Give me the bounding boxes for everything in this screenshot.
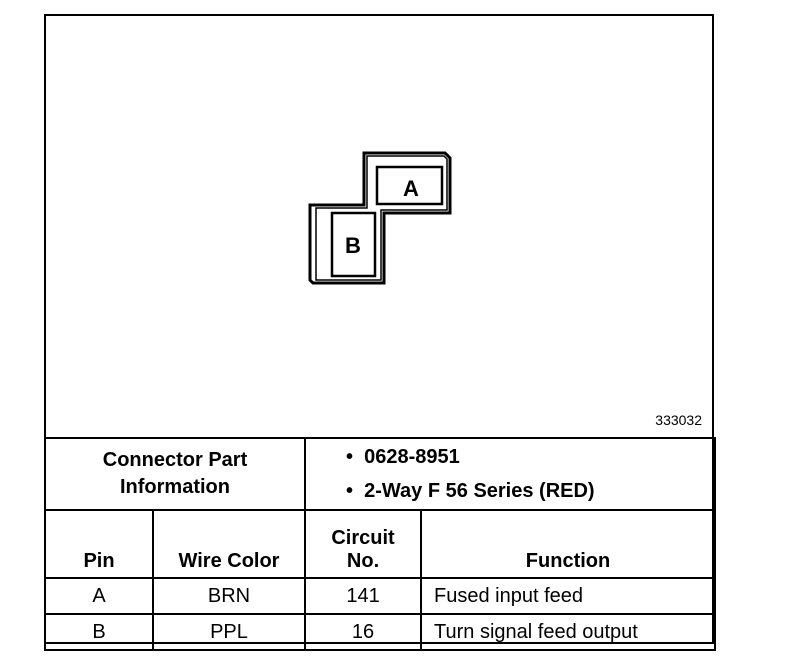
pin-cell: A xyxy=(44,577,154,615)
connector-outline: A B xyxy=(308,151,452,285)
wire-color-cell: PPL xyxy=(151,613,307,651)
table-row: A BRN 141 Fused input feed xyxy=(44,577,717,615)
circuit-cell: 16 xyxy=(304,613,423,651)
part-info-item: • 2-Way F 56 Series (RED) xyxy=(346,480,595,502)
header-function: Function xyxy=(420,509,717,579)
circuit-cell: 141 xyxy=(304,577,423,615)
figure-id: 333032 xyxy=(655,412,702,428)
pin-cell: B xyxy=(44,613,154,651)
cavity-b-label: B xyxy=(345,233,361,258)
part-info-list: • 0628-8951 • 2-Way F 56 Series (RED) xyxy=(304,437,717,511)
function-cell: Turn signal feed output xyxy=(420,613,717,651)
part-info-row: Connector Part Information • 0628-8951 •… xyxy=(43,437,717,511)
part-info-item: • 0628-8951 xyxy=(346,446,460,468)
connector-table: Connector Part Information • 0628-8951 •… xyxy=(43,437,717,651)
cavity-b-outline xyxy=(330,211,377,278)
table-row: B PPL 16 Turn signal feed output xyxy=(44,613,717,651)
connector-drawing: A B 333032 xyxy=(46,16,712,437)
wire-color-cell: BRN xyxy=(151,577,307,615)
cavity-a-outline xyxy=(375,165,444,206)
function-cell: Fused input feed xyxy=(420,577,717,615)
part-info-label: Connector Part Information xyxy=(43,437,307,511)
header-wire-color: Wire Color xyxy=(151,509,307,579)
cavity-a-label: A xyxy=(403,176,419,201)
header-pin: Pin xyxy=(44,509,154,579)
connector-diagram-frame: A B 333032 Connector Part Information • … xyxy=(43,14,717,651)
